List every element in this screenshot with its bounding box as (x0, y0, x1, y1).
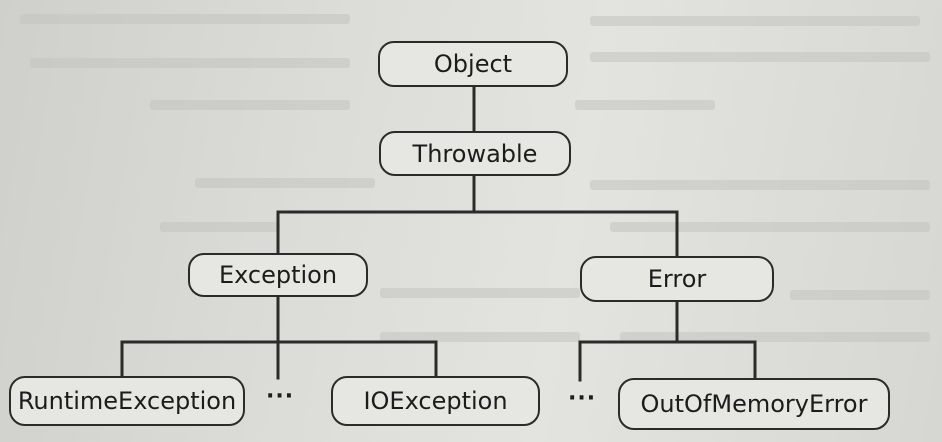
node-label-runtime-exception: RuntimeException (17, 387, 237, 415)
node-error: Error (580, 256, 774, 302)
node-runtime-exception: RuntimeException (9, 376, 245, 426)
node-io-exception: IOException (331, 376, 540, 426)
background-text-streak (380, 332, 580, 342)
background-text-streak (590, 180, 930, 190)
node-label-exception: Exception (218, 261, 338, 289)
node-throwable: Throwable (379, 131, 571, 176)
node-label-object: Object (433, 50, 513, 78)
background-text-streak (380, 288, 580, 298)
connector-lines (120, 83, 757, 382)
background-text-streak (195, 178, 375, 188)
background-text-streak (620, 332, 930, 342)
ellipsis-exception-children: ··· (266, 384, 295, 409)
background-text-streak (30, 58, 350, 68)
node-label-error: Error (647, 265, 707, 293)
node-out-of-memory-error: OutOfMemoryError (618, 378, 890, 430)
background-text-streak (160, 222, 280, 232)
background-text-streak (20, 14, 350, 24)
ellipsis-error-children: ··· (568, 386, 597, 411)
background-text-streak (590, 16, 920, 26)
node-label-io-exception: IOException (363, 387, 508, 415)
background-text-streak (790, 290, 930, 300)
node-exception: Exception (188, 253, 368, 297)
background-text-streak (150, 100, 350, 110)
node-object: Object (378, 41, 568, 87)
node-label-throwable: Throwable (412, 139, 538, 168)
background-text-streak (575, 100, 715, 110)
background-text-streak (590, 52, 930, 62)
node-label-out-of-memory-error: OutOfMemoryError (640, 390, 868, 418)
background-text-streak (610, 222, 930, 232)
